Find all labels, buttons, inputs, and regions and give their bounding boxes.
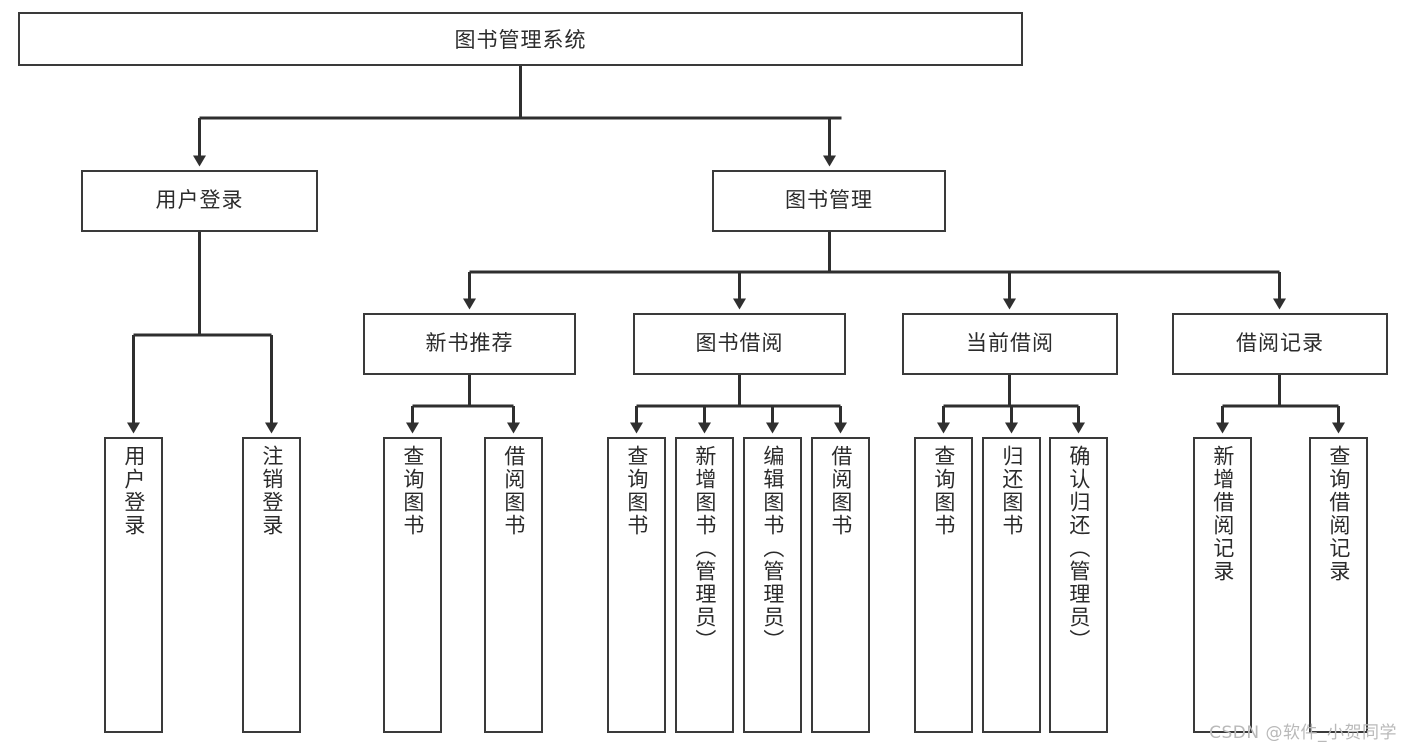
node-book-management[interactable]: 图书管理 bbox=[712, 170, 946, 232]
leaf-edit-book-admin[interactable]: 编辑图书（管理员） bbox=[743, 437, 802, 733]
node-label: 用户登录 bbox=[121, 445, 146, 537]
node-label: 查询图书 bbox=[931, 445, 956, 537]
node-label: 查询图书 bbox=[624, 445, 649, 537]
node-borrow-record[interactable]: 借阅记录 bbox=[1172, 313, 1388, 375]
leaf-add-borrow-record[interactable]: 新增借阅记录 bbox=[1193, 437, 1252, 733]
leaf-logout[interactable]: 注销登录 bbox=[242, 437, 301, 733]
node-label: 借阅记录 bbox=[1236, 331, 1324, 356]
node-label: 借阅图书 bbox=[501, 445, 526, 537]
node-label: 新增图书（管理员） bbox=[692, 445, 717, 652]
node-label: 新书推荐 bbox=[425, 331, 514, 356]
node-label: 借阅图书 bbox=[828, 445, 853, 537]
node-label: 编辑图书（管理员） bbox=[760, 445, 785, 652]
leaf-query-book-borrow[interactable]: 查询图书 bbox=[607, 437, 666, 733]
node-label: 注销登录 bbox=[259, 445, 284, 537]
node-label: 图书管理 bbox=[785, 188, 873, 213]
node-current-borrow[interactable]: 当前借阅 bbox=[902, 313, 1118, 375]
node-label: 查询借阅记录 bbox=[1326, 445, 1351, 583]
node-label: 新增借阅记录 bbox=[1210, 445, 1235, 583]
node-label: 当前借阅 bbox=[966, 331, 1054, 356]
node-root-system[interactable]: 图书管理系统 bbox=[18, 12, 1023, 66]
leaf-query-book-recommend[interactable]: 查询图书 bbox=[383, 437, 442, 733]
leaf-query-borrow-record[interactable]: 查询借阅记录 bbox=[1309, 437, 1368, 733]
leaf-return-book[interactable]: 归还图书 bbox=[982, 437, 1041, 733]
leaf-borrow-book-recommend[interactable]: 借阅图书 bbox=[484, 437, 543, 733]
leaf-query-book-current[interactable]: 查询图书 bbox=[914, 437, 973, 733]
leaf-confirm-return-admin[interactable]: 确认归还（管理员） bbox=[1049, 437, 1108, 733]
node-user-login[interactable]: 用户登录 bbox=[81, 170, 318, 232]
leaf-user-login[interactable]: 用户登录 bbox=[104, 437, 163, 733]
node-label: 归还图书 bbox=[999, 445, 1024, 537]
leaf-add-book-admin[interactable]: 新增图书（管理员） bbox=[675, 437, 734, 733]
node-label: 确认归还（管理员） bbox=[1066, 445, 1091, 652]
node-book-borrow[interactable]: 图书借阅 bbox=[633, 313, 846, 375]
node-label: 图书借阅 bbox=[695, 331, 784, 356]
node-label: 用户登录 bbox=[155, 188, 244, 213]
node-label: 查询图书 bbox=[400, 445, 425, 537]
node-label: 图书管理系统 bbox=[454, 28, 587, 52]
node-new-book-recommend[interactable]: 新书推荐 bbox=[363, 313, 576, 375]
leaf-borrow-book[interactable]: 借阅图书 bbox=[811, 437, 870, 733]
watermark-text: CSDN @软件_小贺同学 bbox=[1209, 723, 1397, 743]
